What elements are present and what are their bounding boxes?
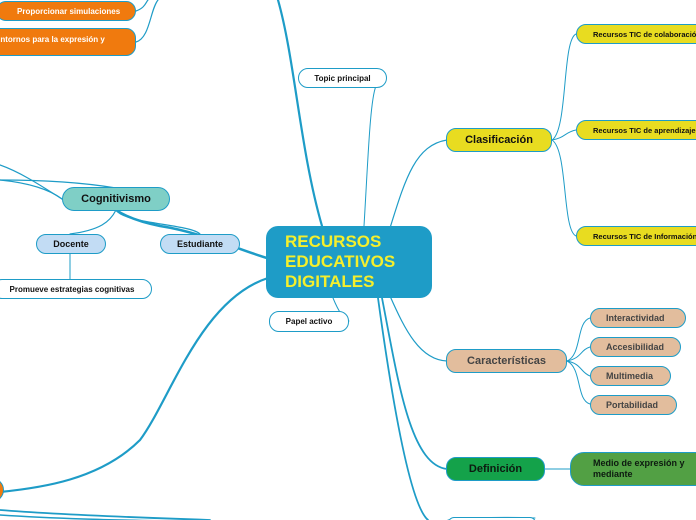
caracteristicas-node[interactable]: Características <box>446 349 567 373</box>
caracteristica-portabilidad[interactable]: Portabilidad <box>590 395 677 415</box>
link-lower-left <box>0 276 270 494</box>
caracteristica-label: Accesibilidad <box>606 342 665 352</box>
caracteristica-accesibilidad[interactable]: Accesibilidad <box>590 337 681 357</box>
clasificacion-node[interactable]: Clasificación <box>446 128 552 152</box>
link-portabilidad <box>566 360 591 405</box>
link-caracteristicas <box>389 295 448 362</box>
clasificacion-item-colaboracion[interactable]: Recursos TIC de colaboración <box>576 24 696 44</box>
docente-detail-node[interactable]: Promueve estrategias cognitivas <box>0 279 152 299</box>
caracteristicas-label: Características <box>467 355 546 367</box>
clasificacion-label: Clasificación <box>465 134 533 146</box>
link-orange-2 <box>135 0 159 43</box>
papel-activo-node[interactable]: Papel activo <box>269 311 349 332</box>
link-docente <box>69 209 117 235</box>
link-informacion <box>551 139 577 237</box>
docente-detail-label: Promueve estrategias cognitivas <box>9 284 135 294</box>
docente-label: Docente <box>53 239 89 249</box>
cognitivismo-node[interactable]: Cognitivismo <box>62 187 170 211</box>
link-multimedia <box>566 360 591 377</box>
link-orange-top <box>135 0 149 12</box>
clasificacion-item-informacion[interactable]: Recursos TIC de Información <box>576 226 696 246</box>
link-topic-principal <box>363 85 377 227</box>
clasificacion-item-label: Recursos TIC de aprendizaje <box>593 125 696 135</box>
definicion-detail-label: Medio de expresión y mediante <box>593 458 685 479</box>
link-top <box>276 0 324 228</box>
orange-item-label: Proporcionar simulaciones <box>17 6 121 16</box>
docente-node[interactable]: Docente <box>36 234 106 254</box>
estudiante-label: Estudiante <box>176 239 223 249</box>
caracteristica-label: Multimedia <box>606 371 654 381</box>
papel-activo-label: Papel activo <box>285 317 333 326</box>
caracteristica-interactividad[interactable]: Interactividad <box>590 308 686 328</box>
estudiante-node[interactable]: Estudiante <box>160 234 240 254</box>
clasificacion-item-label: Recursos TIC de colaboración <box>593 29 696 39</box>
link-clasificacion <box>389 139 448 229</box>
caracteristica-multimedia[interactable]: Multimedia <box>590 366 671 386</box>
link-cognitivismo <box>114 208 269 260</box>
link-accesibilidad <box>566 346 591 362</box>
definicion-node[interactable]: Definición <box>446 457 545 481</box>
orange-item-entornos[interactable]: Entornos para la expresión y <box>0 28 136 56</box>
central-topic-label: RECURSOS EDUCATIVOS DIGITALES <box>285 232 396 291</box>
caracteristica-label: Interactividad <box>606 313 665 323</box>
clasificacion-item-aprendizaje[interactable]: Recursos TIC de aprendizaje <box>576 120 696 140</box>
definicion-detail-node[interactable]: Medio de expresión y mediante <box>570 452 696 486</box>
link-estudiante <box>115 209 201 235</box>
cognitivismo-label: Cognitivismo <box>81 193 151 205</box>
topic-principal-node[interactable]: Topic principal <box>298 68 387 88</box>
link-bottom-right <box>377 297 429 520</box>
orange-item-label: Entornos para la expresión y <box>0 35 105 44</box>
link-colaboracion <box>551 33 577 141</box>
caracteristica-label: Portabilidad <box>606 400 659 410</box>
link-cognitivismo-left-2 <box>0 179 63 200</box>
definicion-label: Definición <box>468 463 523 475</box>
link-aprendizaje <box>551 129 577 141</box>
link-interactividad <box>566 317 591 362</box>
link-definicion <box>381 297 448 470</box>
orange-item-simulaciones[interactable]: Proporcionar simulaciones <box>0 1 136 21</box>
topic-principal-label: Topic principal <box>314 73 371 83</box>
clasificacion-item-label: Recursos TIC de Información <box>593 231 696 241</box>
central-topic[interactable]: RECURSOS EDUCATIVOS DIGITALES <box>266 226 432 298</box>
